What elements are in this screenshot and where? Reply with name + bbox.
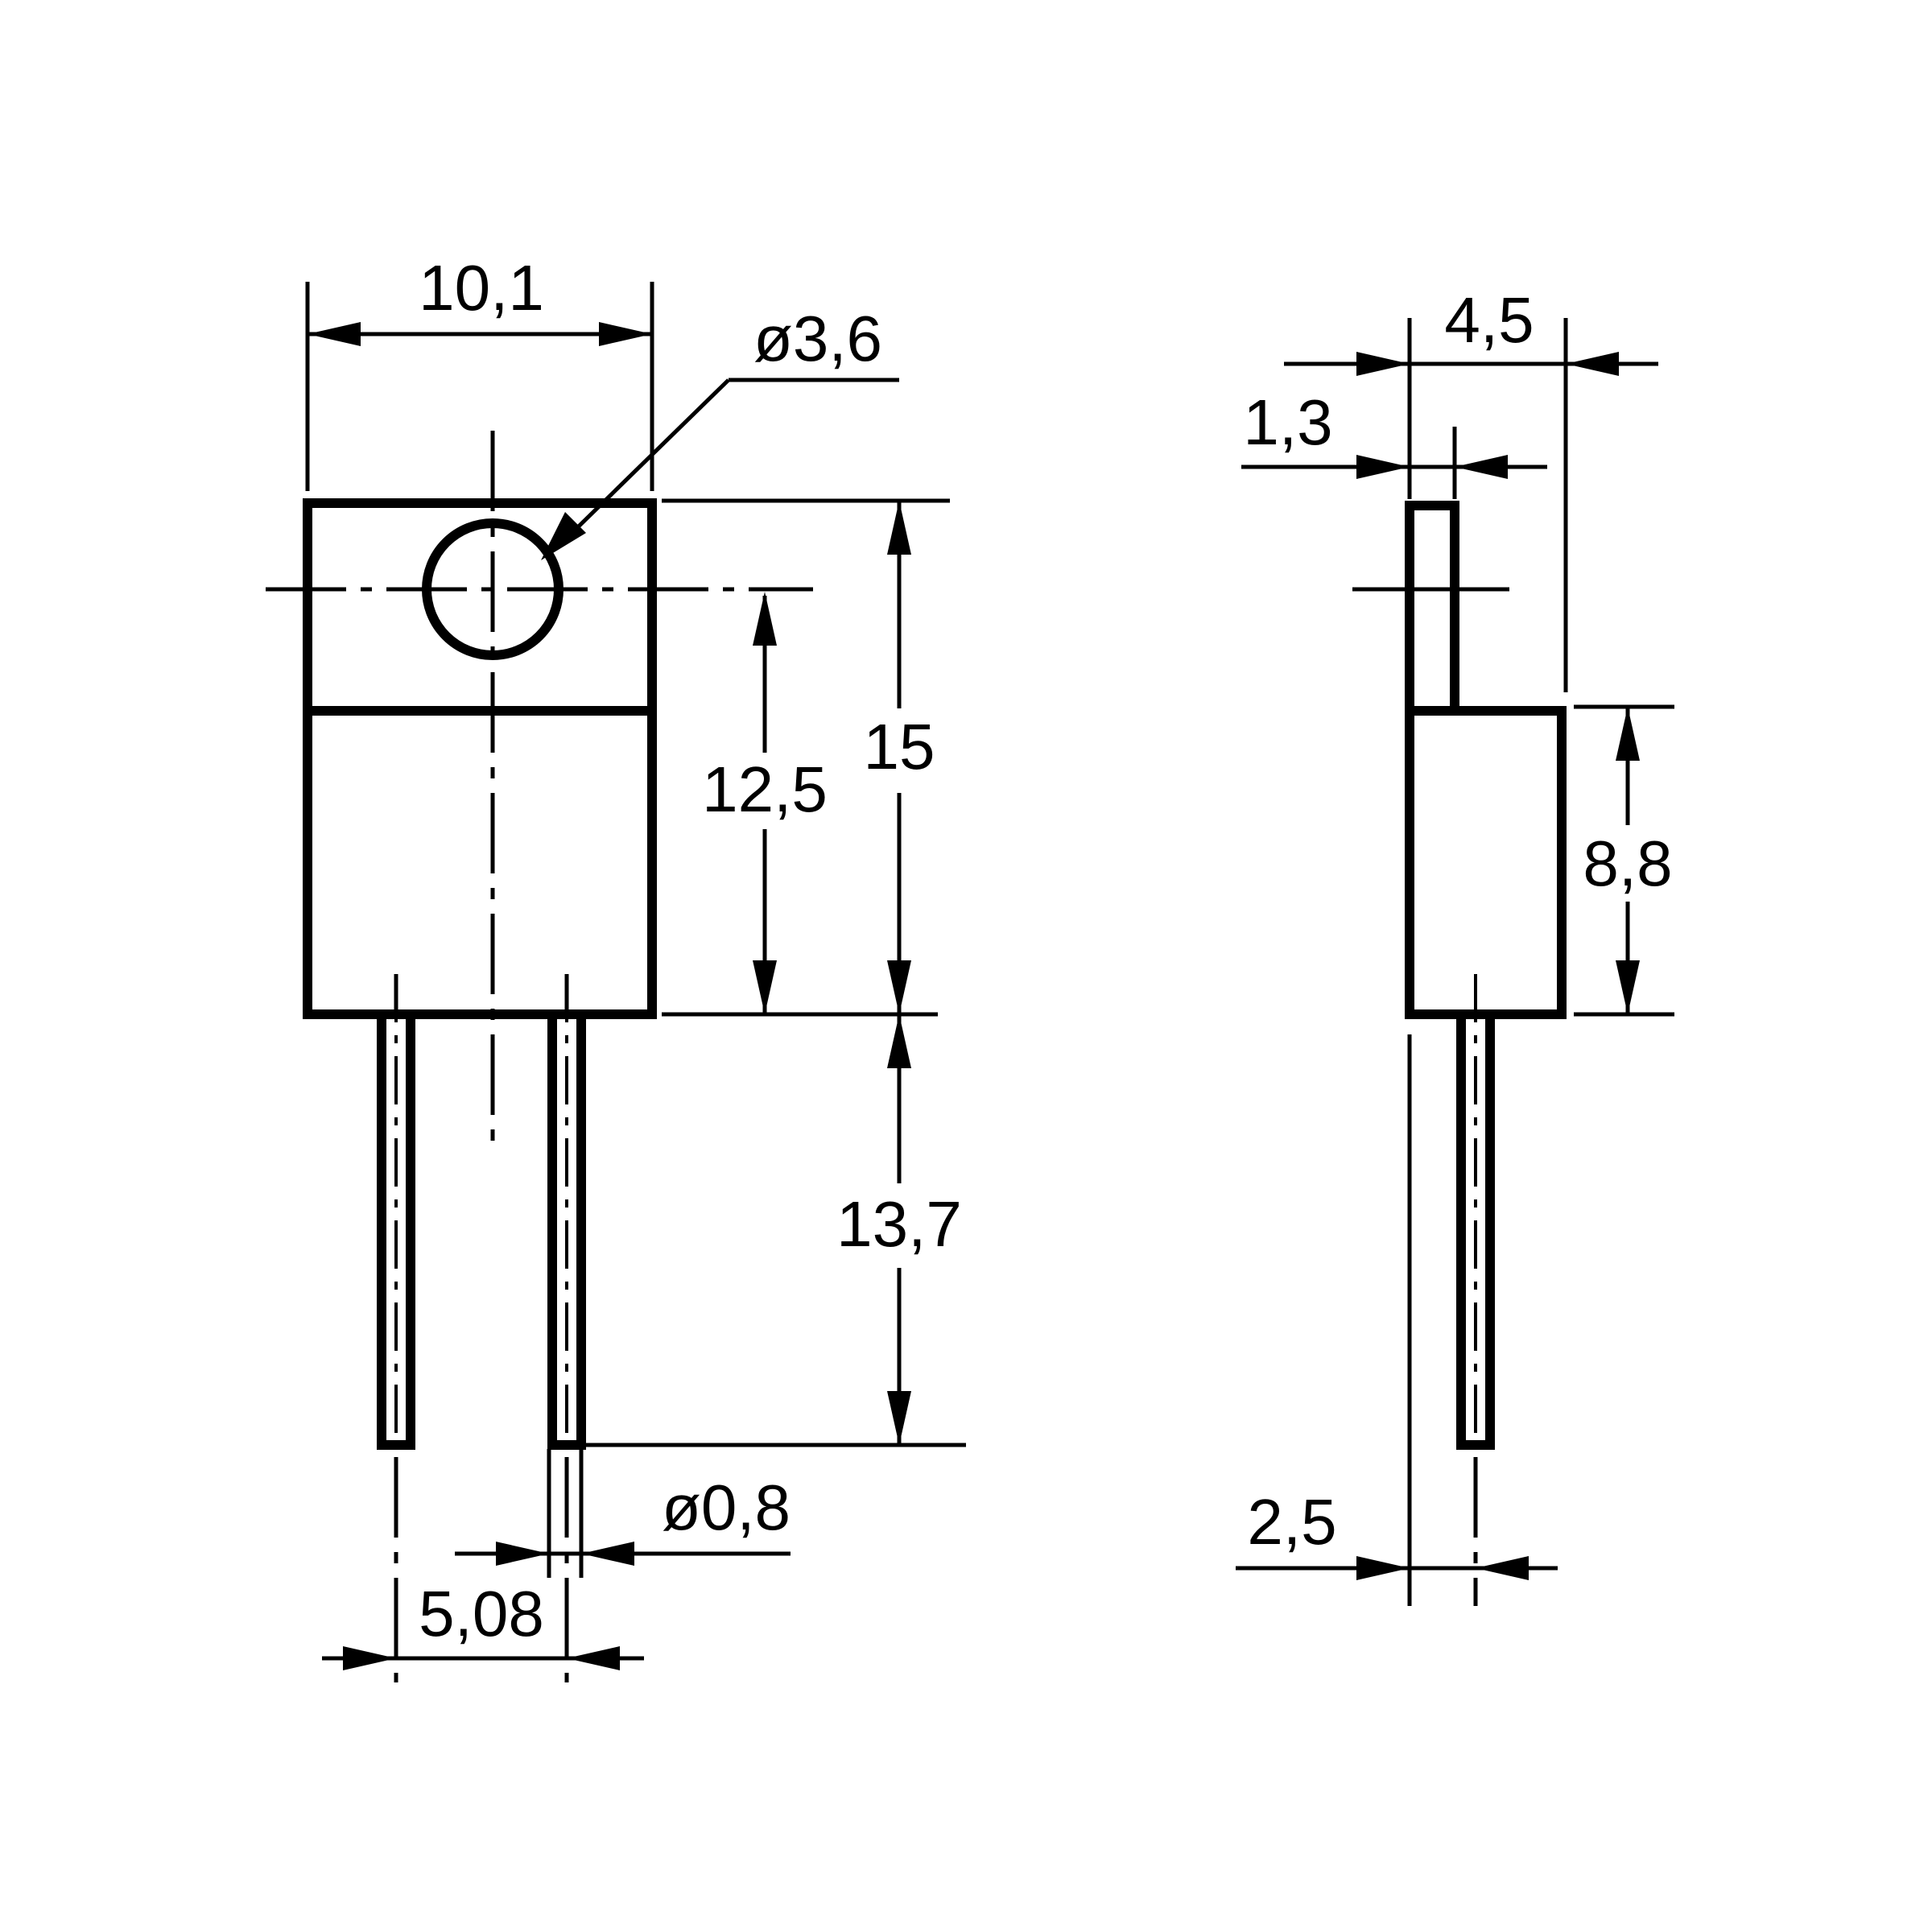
offset-arrow-left (1356, 1556, 1410, 1580)
dim-body-height-label: 15 (864, 711, 935, 782)
side-height-arrow-bottom (1616, 960, 1640, 1014)
dim-lead-diameter-label: ø0,8 (662, 1472, 791, 1543)
dim-hole-label: ø3,6 (753, 303, 882, 374)
dim-hole-center-label: 12,5 (702, 753, 828, 825)
lead-length-arrow-top (887, 1014, 911, 1068)
thickness-arrow-right (1566, 352, 1619, 376)
lead-dia-arrow-right (581, 1542, 634, 1566)
front-view: 10,1 ø3,6 12,5 15 13,7 ø0,8 (266, 252, 966, 1682)
hole-center-arrow-bottom (753, 960, 777, 1014)
side-height-arrow-top (1616, 707, 1640, 761)
width-arrow-left (308, 322, 361, 346)
lead-dia-arrow-left (496, 1542, 549, 1566)
hole-center-arrow-top (753, 592, 777, 646)
hole-leader-arrow (541, 512, 586, 560)
width-arrow-right (599, 322, 652, 346)
thickness-arrow-left (1356, 352, 1410, 376)
lead-length-arrow-bottom (887, 1391, 911, 1445)
body-height-arrow-bottom (887, 960, 911, 1014)
side-view: 4,5 1,3 8,8 2,5 (1236, 284, 1674, 1606)
dim-width-label: 10,1 (419, 252, 544, 324)
offset-arrow-right (1476, 1556, 1529, 1580)
pitch-arrow-left (343, 1646, 396, 1670)
dim-side-body-height-label: 8,8 (1583, 828, 1672, 899)
front-package-body (303, 498, 657, 1019)
tab-arrow-left (1356, 455, 1410, 479)
dim-pitch-label: 5,08 (419, 1578, 544, 1649)
dim-lead-length-label: 13,7 (836, 1188, 962, 1260)
pitch-arrow-right (567, 1646, 620, 1670)
tab-arrow-right (1455, 455, 1508, 479)
dim-lead-offset-label: 2,5 (1247, 1486, 1336, 1558)
side-tab (1405, 501, 1459, 716)
side-body (1405, 706, 1567, 1019)
hole-leader-diagonal (554, 378, 730, 551)
dim-tab-thickness-label: 1,3 (1243, 386, 1332, 458)
body-height-arrow-top (887, 501, 911, 555)
dim-total-thickness-label: 4,5 (1444, 284, 1534, 356)
